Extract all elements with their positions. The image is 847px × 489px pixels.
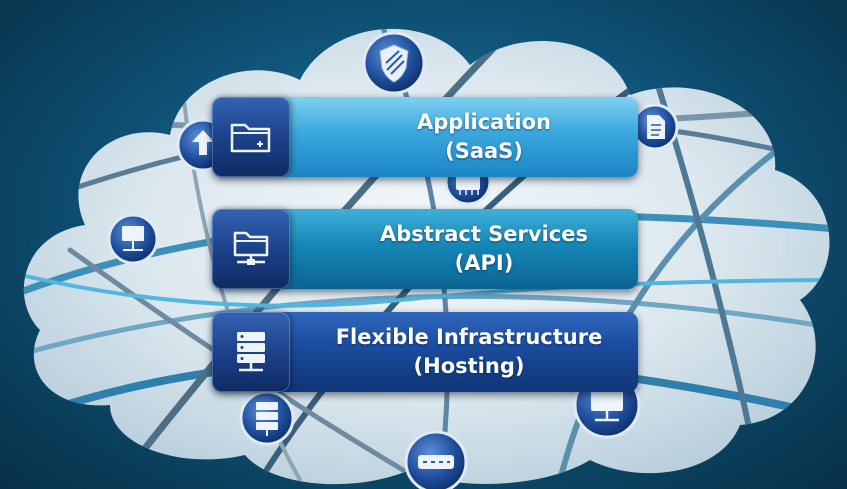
layer-application-label: Application (SaaS) xyxy=(290,97,638,177)
layer-flexible-infrastructure-label: Flexible Infrastructure (Hosting) xyxy=(290,312,638,392)
layer-application: Application (SaaS) xyxy=(212,97,638,177)
router-icon xyxy=(404,430,468,489)
network-computer-icon xyxy=(107,213,159,265)
layer-abstract-services-label: Abstract Services (API) xyxy=(290,209,638,289)
document-icon xyxy=(631,103,679,151)
layer-title: Abstract Services xyxy=(380,222,588,246)
network-folder-icon xyxy=(212,209,290,289)
server-stack-icon xyxy=(212,312,290,392)
layer-flexible-infrastructure: Flexible Infrastructure (Hosting) xyxy=(212,312,638,392)
layer-title: Application xyxy=(417,110,551,134)
server-icon xyxy=(239,390,295,446)
layer-subtitle: (SaaS) xyxy=(445,139,523,163)
layer-title: Flexible Infrastructure xyxy=(335,325,603,349)
folder-add-icon xyxy=(212,97,290,177)
layer-abstract-services: Abstract Services (API) xyxy=(212,209,638,289)
shield-icon xyxy=(362,31,426,95)
layer-subtitle: (API) xyxy=(454,251,514,275)
layer-subtitle: (Hosting) xyxy=(413,354,525,378)
